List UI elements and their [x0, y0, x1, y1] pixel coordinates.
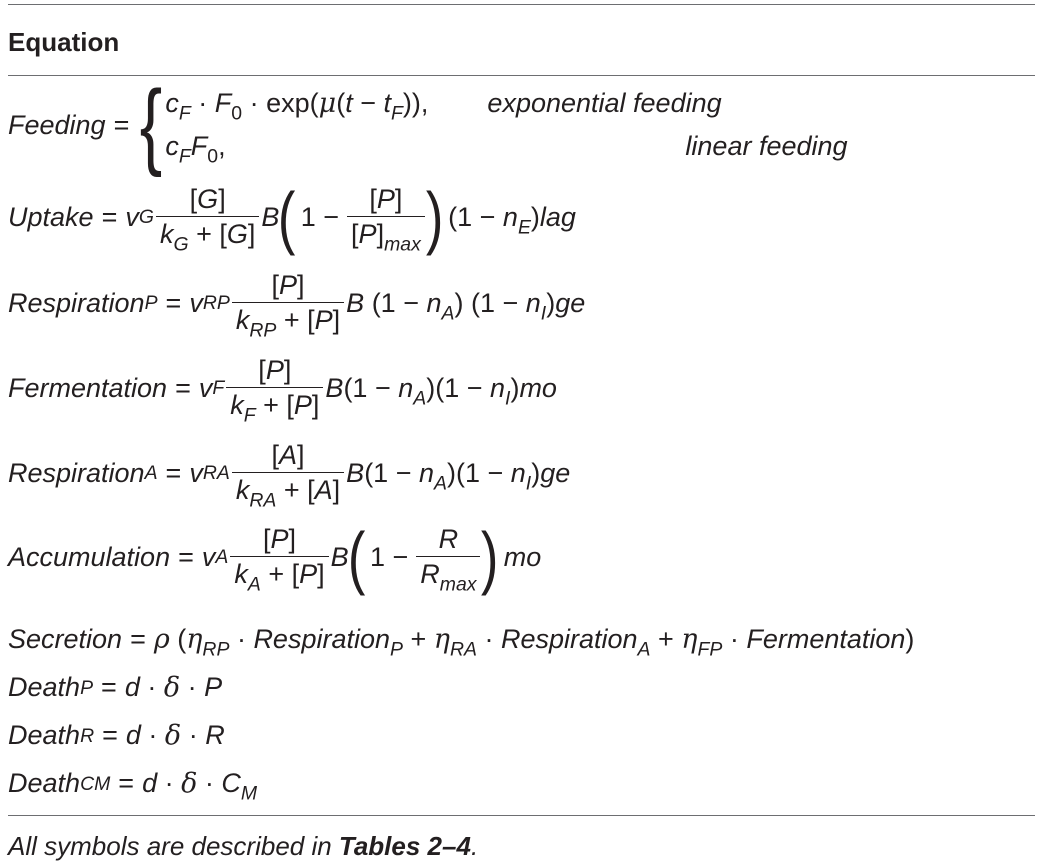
secretion-lhs: Secretion [8, 624, 123, 654]
column-header-equation: Equation [8, 27, 120, 57]
footnote-text: All symbols are described in [8, 831, 339, 861]
equation-feeding: Feeding = { cF · F0 · exp(μ(t − tF)), ex… [8, 71, 848, 179]
fraction-p-pmax: [P] [P]max [347, 186, 425, 254]
bottom-rule [8, 815, 1035, 816]
fraction-a: [P] kA + [P] [230, 526, 329, 594]
fraction-rp: [P] kRP + [P] [231, 272, 345, 340]
header-rule [8, 75, 1035, 76]
feeding-case-exponential: cF · F0 · exp(μ(t − tF)), exponential fe… [165, 88, 722, 125]
accumulation-lhs: Accumulation [8, 541, 171, 572]
footnote-table-reference[interactable]: Tables 2–4 [338, 831, 471, 861]
fraction-g: [G] kG + [G] [155, 186, 260, 254]
uptake-lhs: Uptake [8, 201, 94, 232]
table-footnote: All symbols are described in Tables 2–4. [8, 831, 478, 862]
fraction-f: [P] kF + [P] [226, 357, 324, 425]
feeding-cases: cF · F0 · exp(μ(t − tF)), exponential fe… [165, 88, 848, 168]
feeding-case2-label: linear feeding [685, 131, 848, 161]
footnote-period: . [470, 831, 479, 861]
feeding-lhs: Feeding [8, 109, 106, 140]
respiration-p-lhs: Respiration [8, 287, 145, 318]
fraction-r-rmax: R Rmax [416, 526, 481, 594]
respiration-a-lhs: Respiration [8, 457, 145, 488]
fraction-ra: [A] kRA + [A] [231, 442, 345, 510]
equation-secretion: Secretion = ρ (ηRP · RespirationP + ηRA … [8, 624, 915, 661]
death-r-lhs: Death [8, 720, 81, 750]
death-p-lhs: Death [8, 672, 81, 702]
feeding-case1-label: exponential feeding [487, 88, 722, 118]
top-rule [8, 4, 1035, 5]
feeding-case-linear: cFF0, linear feeding [165, 131, 848, 168]
death-cm-lhs: Death [8, 768, 81, 798]
left-brace: { [140, 71, 163, 179]
fermentation-lhs: Fermentation [8, 372, 168, 403]
